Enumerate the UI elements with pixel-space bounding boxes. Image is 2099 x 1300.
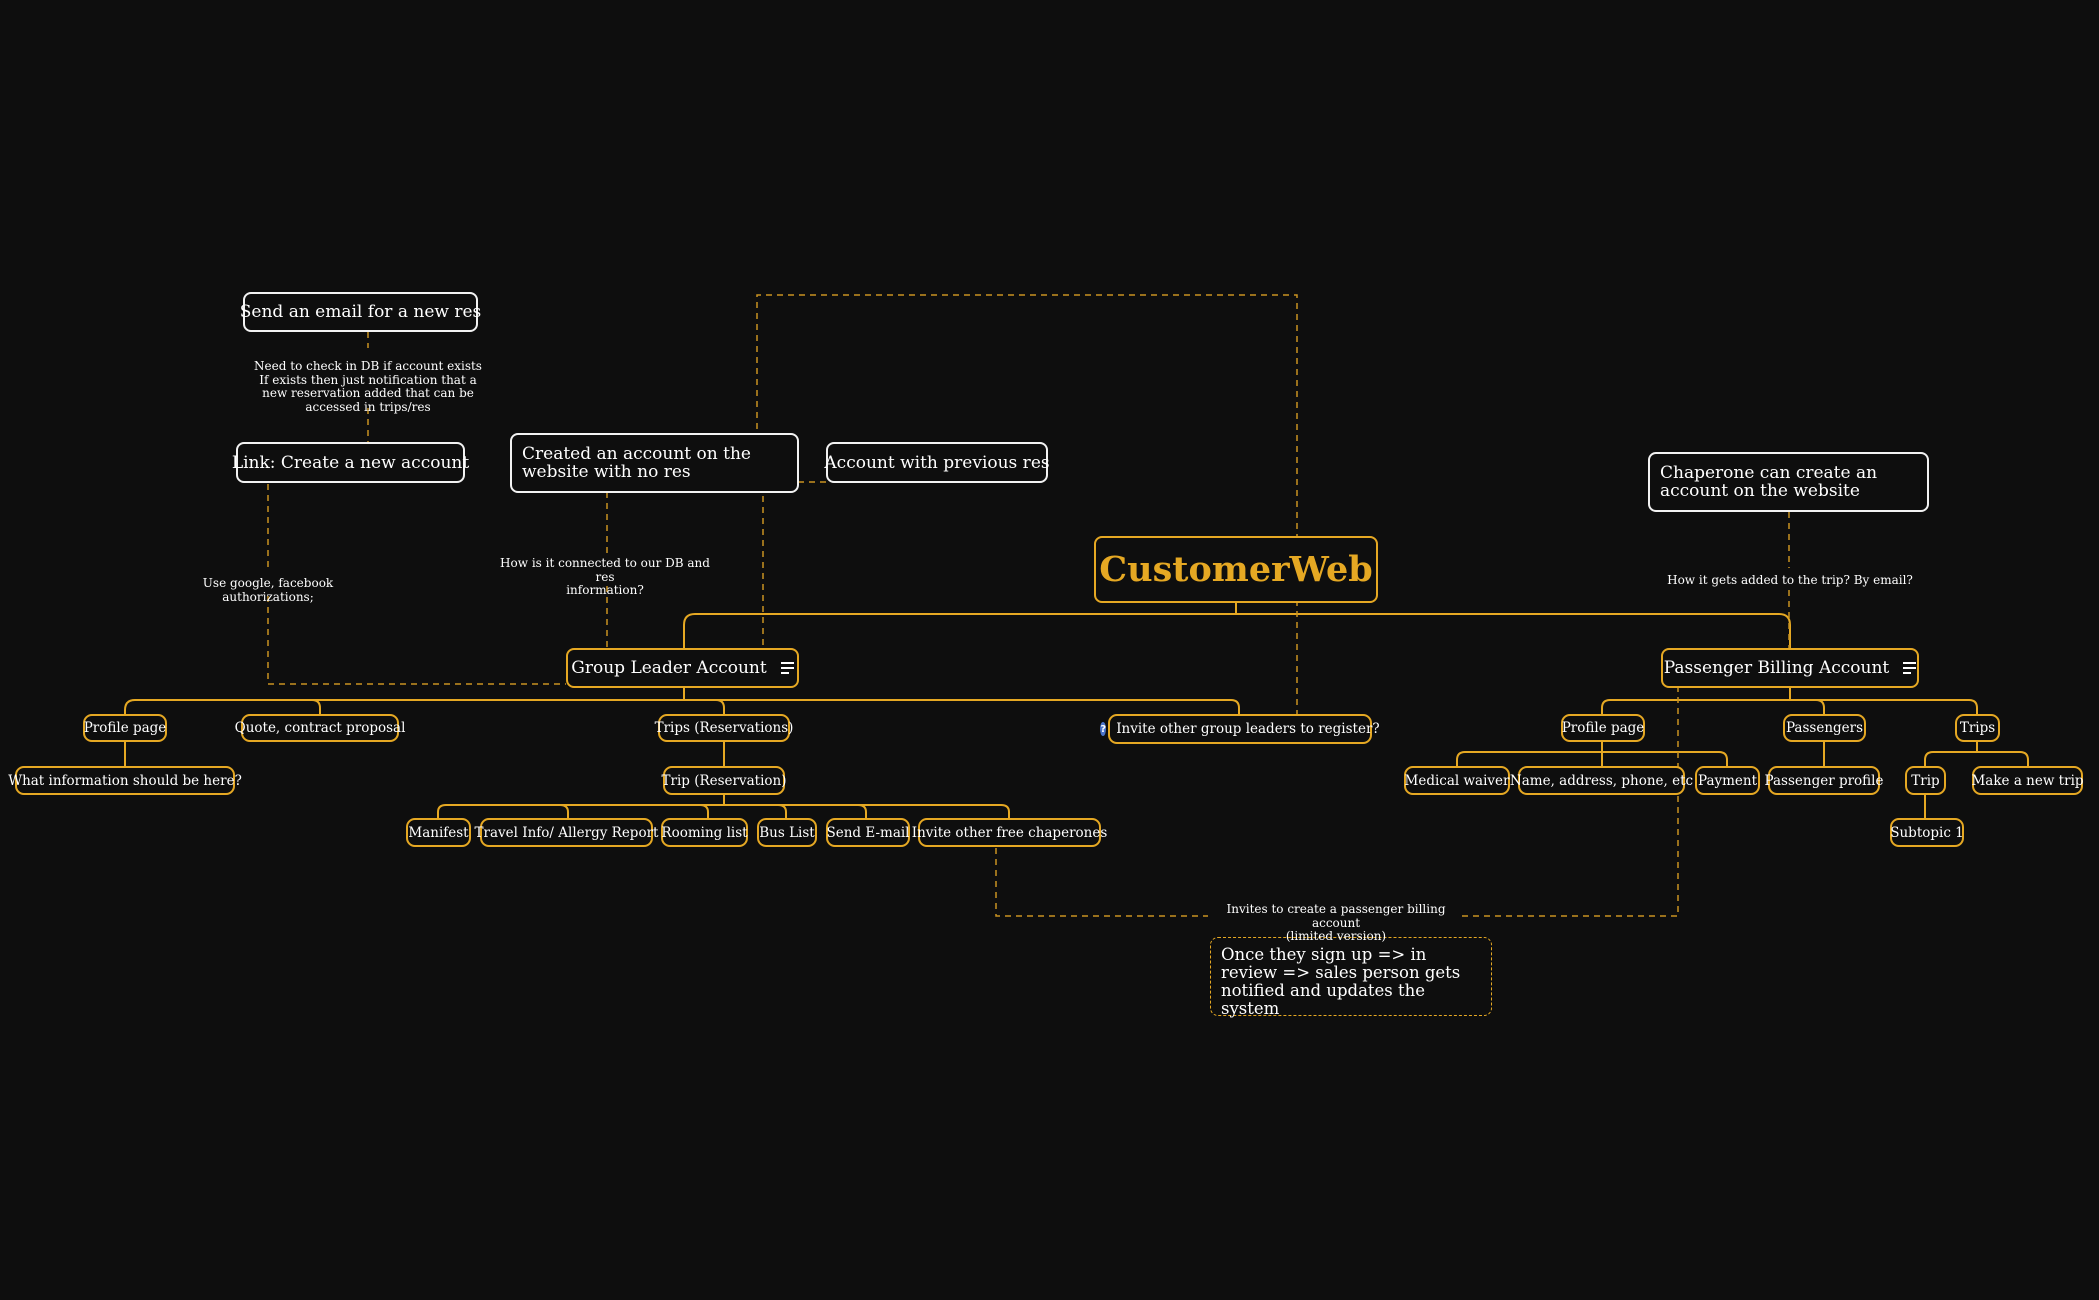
invite-leaders-node[interactable]: ? Invite other group leaders to register… (1100, 714, 1380, 744)
trips-reservations-node[interactable]: Trips (Reservations) (655, 714, 793, 742)
trip-item-label: Manifest (408, 824, 469, 841)
trip-item-label: Travel Info/ Allergy Report (474, 824, 659, 841)
group-leader-account-node[interactable]: Group Leader Account (566, 648, 799, 688)
pb-trips-node[interactable]: Trips (1955, 714, 2000, 742)
trip-item-invite-chaperones[interactable]: Invite other free chaperones (912, 818, 1107, 847)
send-email-floating-topic[interactable]: Send an email for a new res (240, 292, 481, 332)
trip-item-travel-info[interactable]: Travel Info/ Allergy Report (475, 818, 658, 847)
gl-profile-page-node[interactable]: Profile page (83, 714, 167, 742)
relationship-label-check-db: Need to check in DB if account exists If… (254, 359, 482, 414)
send-email-label: Send an email for a new res (239, 302, 482, 322)
passenger-profile-node[interactable]: Passenger profile (1765, 766, 1884, 795)
pb-profile-page-node[interactable]: Profile page (1561, 714, 1645, 742)
relationship-label-google-auth: Use google, facebook authorizations; (202, 576, 334, 604)
relationship-label-db-connection: How is it connected to our DB and res in… (500, 556, 710, 597)
previous-res-floating-topic[interactable]: Account with previous res (824, 442, 1050, 483)
invite-leaders-label: Invite other group leaders to register? (1116, 721, 1380, 737)
notes-icon[interactable] (780, 662, 794, 674)
trip-item-label: Send E-mail (826, 824, 910, 841)
relationship-label-added-to-trip: How it gets added to the trip? By email? (1667, 573, 1913, 587)
subtopic-node[interactable]: Subtopic 1 (1890, 818, 1964, 847)
trip-item-rooming-list[interactable]: Rooming list (661, 818, 748, 847)
trip-item-label: Bus List (759, 824, 815, 841)
trip-item-manifest[interactable]: Manifest (406, 818, 471, 847)
pb-profile-page-label: Profile page (1561, 720, 1645, 736)
central-topic[interactable]: CustomerWeb (1094, 536, 1378, 603)
signup-review-label: Once they sign up => in review => sales … (1221, 945, 1461, 1018)
profile-item-label: Medical waiver (1404, 772, 1510, 789)
passenger-billing-account-label: Passenger Billing Account (1663, 658, 1890, 678)
trips-reservations-label: Trips (Reservations) (654, 720, 794, 736)
create-account-link-floating-topic[interactable]: Link: Create a new account (232, 442, 469, 483)
trip-item-bus-list[interactable]: Bus List (757, 818, 817, 847)
create-account-link-label: Link: Create a new account (231, 452, 470, 473)
chaperone-floating-topic[interactable]: Chaperone can create an account on the w… (1648, 452, 1929, 512)
relationship-label-invites-billing: Invites to create a passenger billing ac… (1226, 902, 1446, 943)
gl-profile-question-node[interactable]: What information should be here? (8, 766, 242, 795)
central-topic-label: CustomerWeb (1099, 549, 1373, 590)
profile-item-label: Name, address, phone, etc (1509, 772, 1694, 789)
profile-item-name-address[interactable]: Name, address, phone, etc (1510, 766, 1693, 795)
profile-item-payment[interactable]: Payment (1695, 766, 1760, 795)
make-new-trip-node[interactable]: Make a new trip (1971, 766, 2084, 795)
subtopic-label: Subtopic 1 (1890, 824, 1964, 841)
make-new-trip-label: Make a new trip (1971, 772, 2084, 789)
passengers-label: Passengers (1785, 720, 1864, 736)
passenger-profile-label: Passenger profile (1764, 772, 1884, 789)
chaperone-label: Chaperone can create an account on the w… (1660, 463, 1878, 501)
pb-trips-label: Trips (1959, 720, 1996, 736)
signup-review-floating-topic[interactable]: Once they sign up => in review => sales … (1210, 937, 1492, 1018)
passenger-billing-account-node[interactable]: Passenger Billing Account (1661, 648, 1919, 688)
profile-item-medical-waiver[interactable]: Medical waiver (1404, 766, 1510, 795)
gl-profile-question-label: What information should be here? (8, 772, 242, 789)
created-no-res-floating-topic[interactable]: Created an account on the website with n… (510, 433, 799, 493)
created-no-res-label: Created an account on the website with n… (522, 444, 751, 482)
pb-trip-node[interactable]: Trip (1905, 766, 1946, 795)
trip-item-label: Invite other free chaperones (911, 824, 1108, 841)
trip-reservation-label: Trip (Reservation) (661, 772, 787, 789)
question-icon: ? (1100, 722, 1107, 736)
passengers-node[interactable]: Passengers (1783, 714, 1866, 742)
quote-contract-label: Quote, contract proposal (234, 720, 406, 736)
trip-item-label: Rooming list (661, 824, 748, 841)
profile-item-label: Payment (1697, 772, 1758, 789)
notes-icon[interactable] (1903, 662, 1917, 674)
group-leader-account-label: Group Leader Account (571, 658, 767, 678)
trip-reservation-node[interactable]: Trip (Reservation) (661, 766, 787, 795)
pb-trip-label: Trip (1911, 772, 1940, 789)
previous-res-label: Account with previous res (824, 452, 1050, 473)
trip-item-send-email[interactable]: Send E-mail (826, 818, 910, 847)
gl-profile-page-label: Profile page (83, 720, 167, 736)
quote-contract-node[interactable]: Quote, contract proposal (235, 714, 405, 742)
